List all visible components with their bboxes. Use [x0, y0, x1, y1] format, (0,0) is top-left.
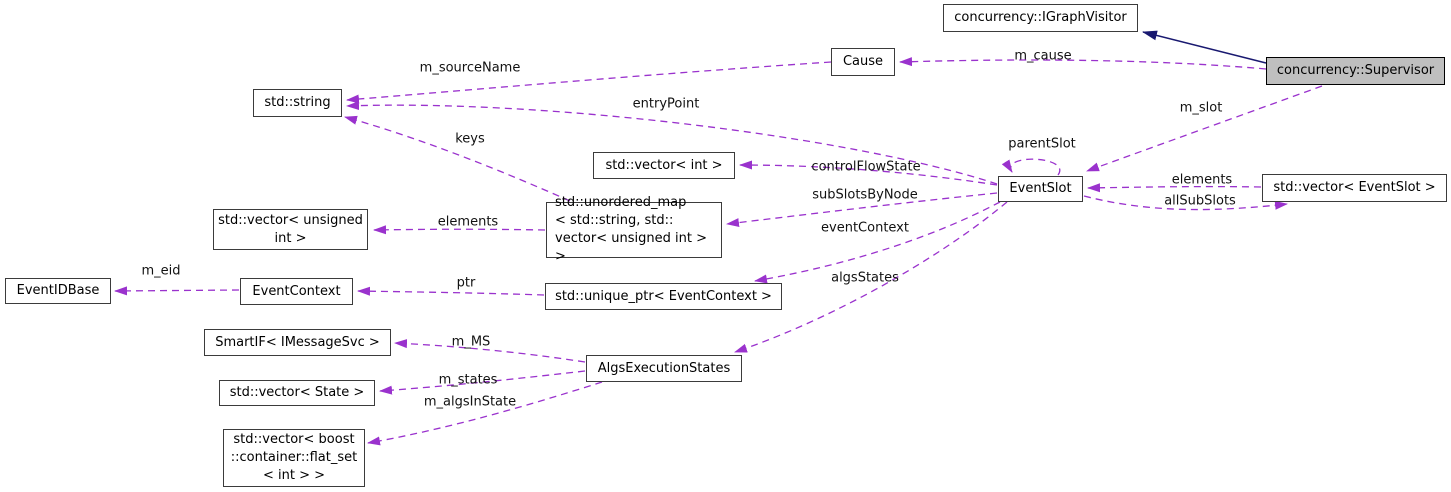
node-eventslot[interactable]: EventSlot [998, 176, 1083, 202]
edge-ptr [357, 286, 545, 296]
edge-inheritance-igraphvisitor [1142, 30, 1267, 64]
node-std-vector-boost-flatset[interactable]: std::vector< boost ::container::flat_set… [223, 429, 365, 487]
edge-label-eventcontext: eventContext [821, 220, 909, 236]
node-eventidbase[interactable]: EventIDBase [5, 278, 111, 304]
edge-label-m-ms: m_MS [451, 334, 491, 350]
edge-label-m-algsinstate: m_algsInState [423, 394, 517, 410]
edge-controlflowstate [739, 160, 998, 186]
node-algsexecutionstates[interactable]: AlgsExecutionStates [586, 355, 742, 382]
edge-m-algsinstate [367, 381, 603, 446]
edge-m-slot [1086, 85, 1323, 172]
edge-entrypoint [346, 101, 998, 185]
edge-label-controlflowstate: controlFlowState [811, 159, 921, 175]
edge-label-keys: keys [455, 131, 485, 147]
edge-label-m-sourcename: m_sourceName [419, 60, 521, 76]
edge-eventcontext [754, 201, 1001, 284]
node-cause[interactable]: Cause [831, 48, 895, 76]
node-concurrency-supervisor: concurrency::Supervisor [1266, 57, 1445, 85]
edge-label-parentslot: parentSlot [1008, 136, 1076, 152]
node-std-unordered-map[interactable]: std::unordered_map < std::string, std:: … [546, 195, 722, 264]
edge-label-m-cause: m_cause [1014, 48, 1072, 64]
edge-elements-vector-unsigned [373, 225, 546, 235]
edge-m-eid [114, 286, 240, 296]
edge-label-ptr: ptr [456, 275, 476, 291]
node-std-string[interactable]: std::string [253, 89, 342, 117]
edge-m-states [379, 370, 586, 395]
edge-allsubslots [1083, 195, 1288, 211]
node-std-vector-int[interactable]: std::vector< int > [593, 152, 735, 179]
edge-label-algsstates: algsStates [831, 270, 899, 286]
edge-m-sourcename [346, 61, 832, 104]
node-std-vector-unsigned-int[interactable]: std::vector< unsigned int > [213, 209, 368, 250]
node-eventcontext[interactable]: EventContext [240, 278, 353, 305]
edge-label-subslotsbynode: subSlotsByNode [812, 187, 918, 203]
edge-label-allsubslots: allSubSlots [1164, 193, 1236, 209]
edge-subslotsbynode [726, 192, 998, 228]
edge-label-m-slot: m_slot [1179, 100, 1223, 116]
edge-label-entrypoint: entryPoint [632, 96, 700, 112]
edge-algsstates [734, 201, 1008, 353]
edge-parentslot [1001, 158, 1061, 176]
node-std-vector-state[interactable]: std::vector< State > [219, 380, 375, 406]
edge-label-elements-left: elements [437, 214, 499, 230]
edge-elements-eventslot [1087, 183, 1262, 193]
edge-keys [344, 115, 571, 202]
node-concurrency-igraphvisitor[interactable]: concurrency::IGraphVisitor [943, 4, 1138, 32]
edge-m-ms [394, 339, 586, 363]
node-std-unique-ptr-eventcontext[interactable]: std::unique_ptr< EventContext > [545, 283, 782, 310]
edge-label-elements-right: elements [1171, 172, 1233, 188]
node-std-vector-eventslot[interactable]: std::vector< EventSlot > [1262, 174, 1447, 202]
edge-label-m-eid: m_eid [141, 263, 181, 279]
node-smartif-imessagesvc[interactable]: SmartIF< IMessageSvc > [204, 329, 391, 356]
edge-m-cause [899, 57, 1267, 70]
edge-label-m-states: m_states [438, 372, 498, 388]
